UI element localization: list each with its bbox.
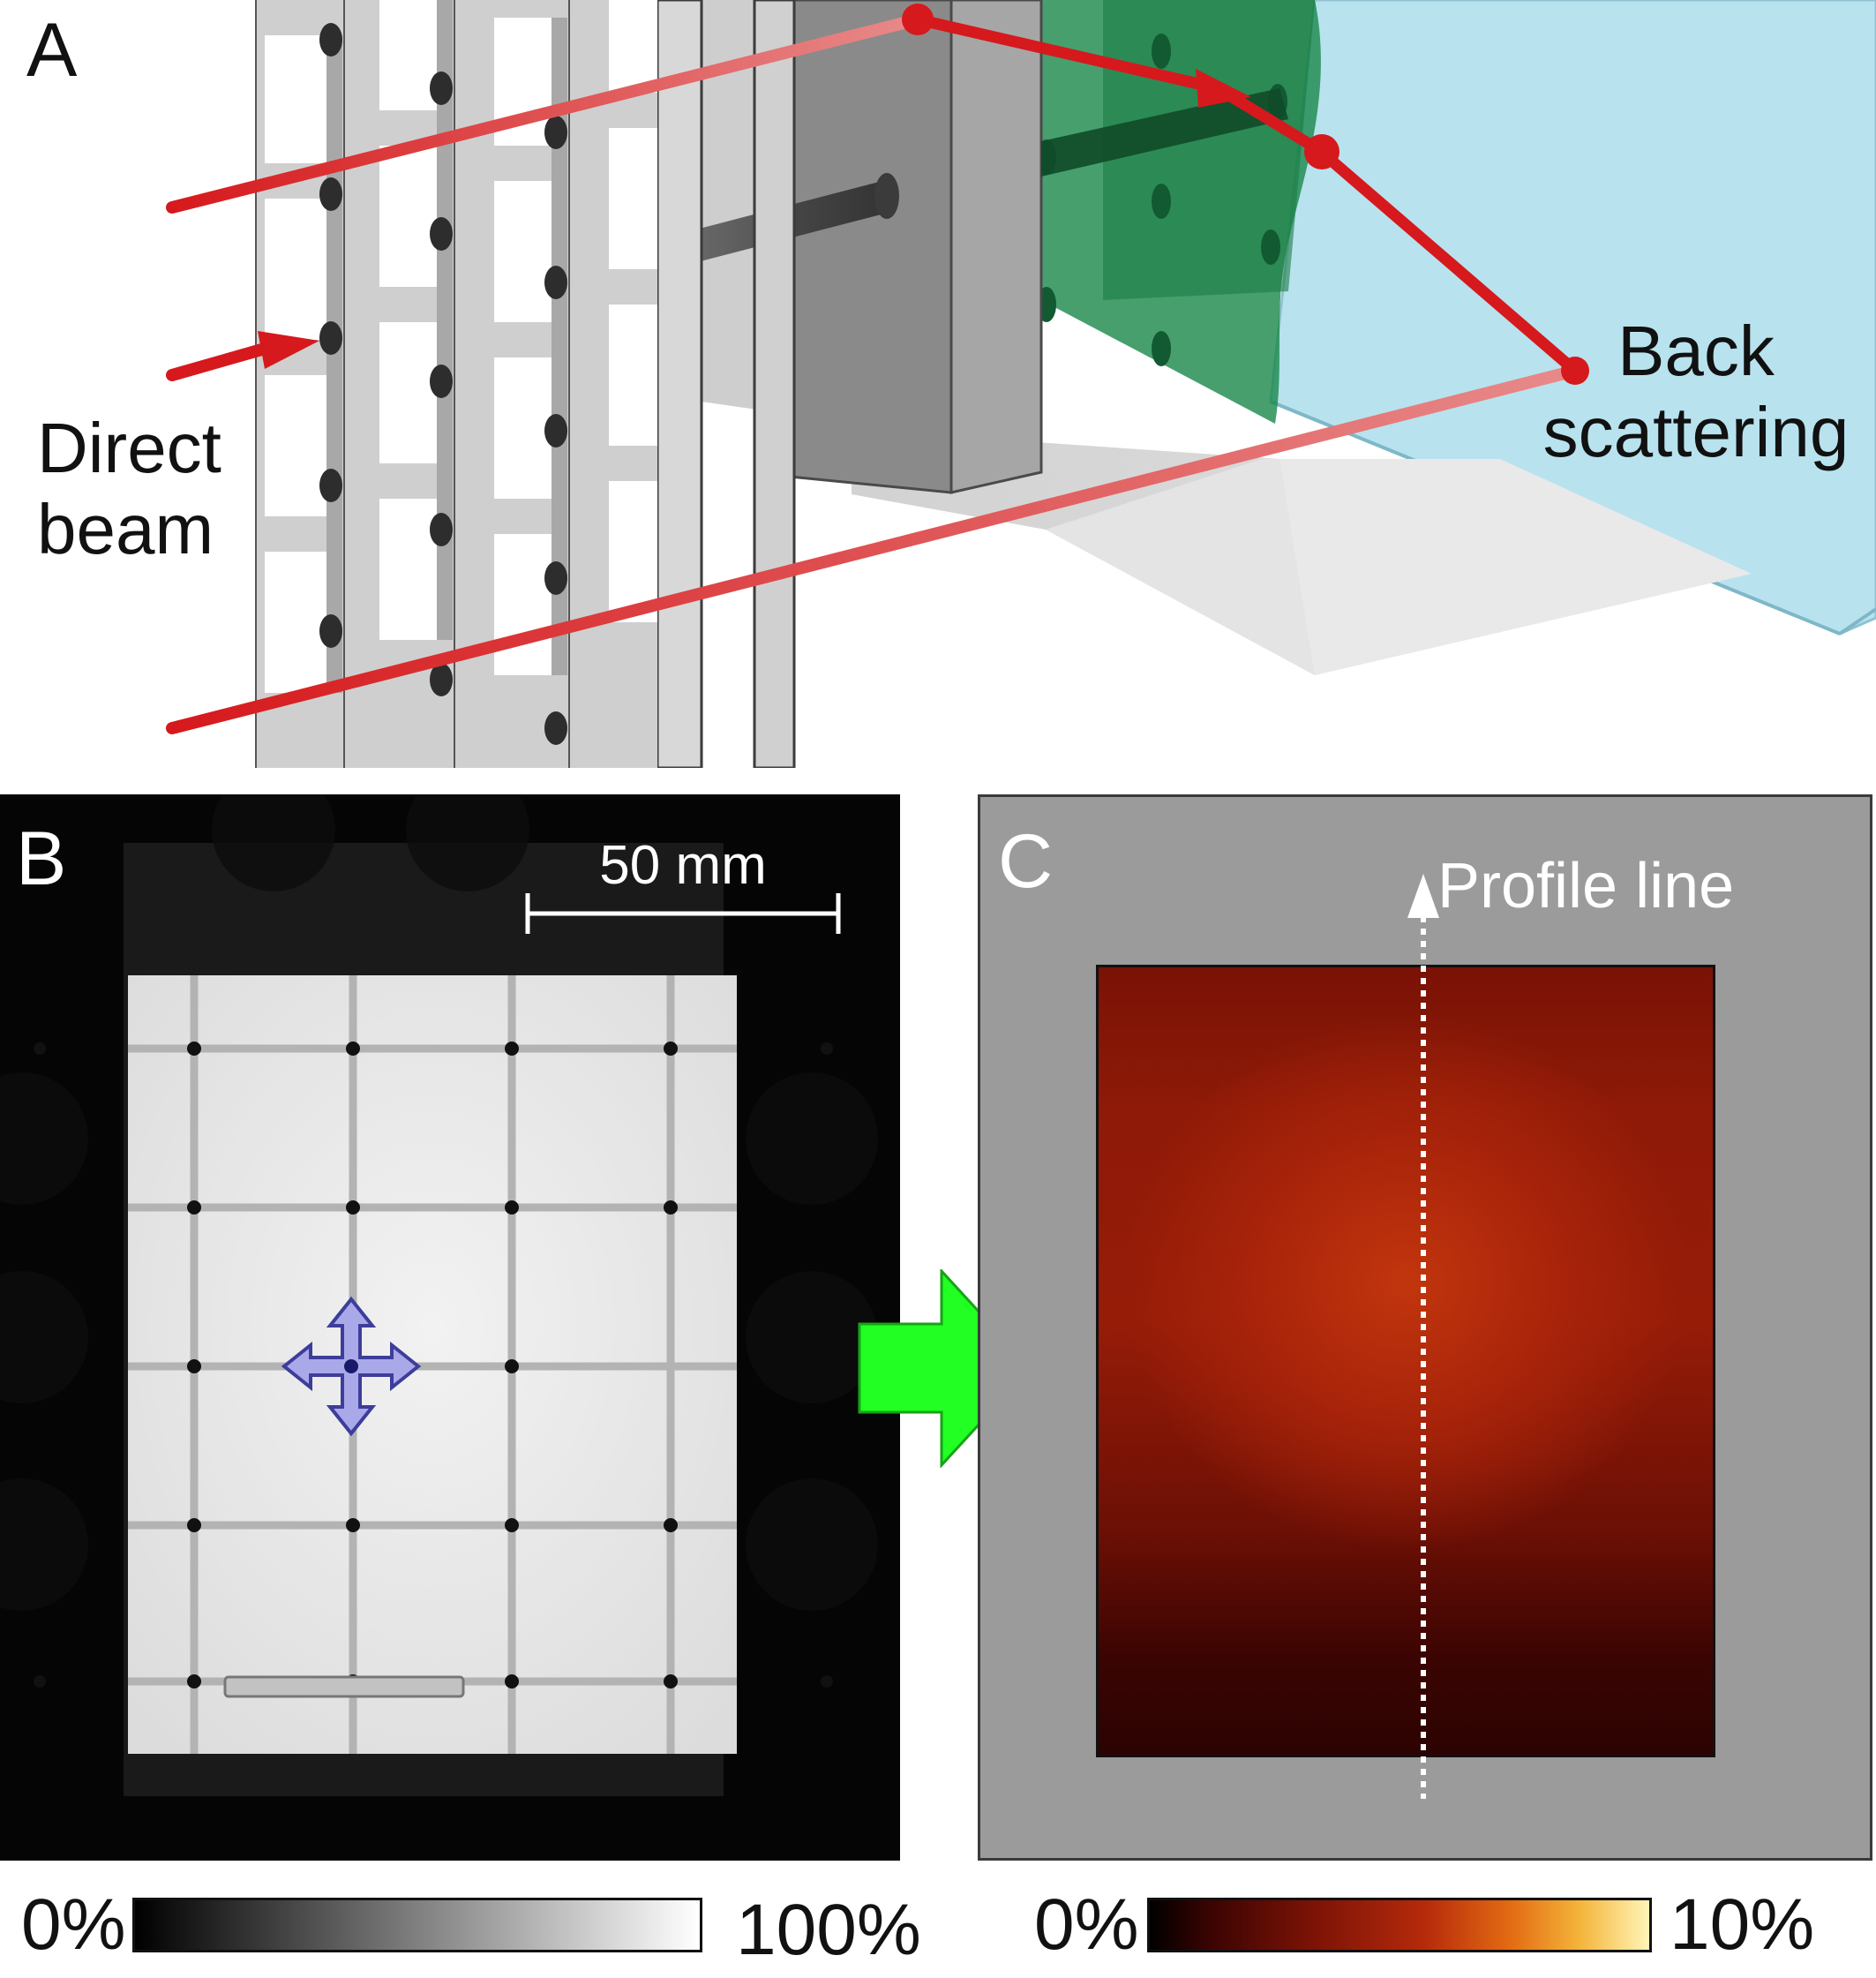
colorbar-b — [132, 1898, 702, 1952]
colorbar-b-max-label: 100% — [736, 1890, 921, 1970]
panel-a: A Direct beam Back scattering — [0, 0, 1876, 770]
panel-c: C Profile line — [978, 794, 1872, 1861]
back-scattering-line1: Back — [1617, 312, 1775, 390]
colorbar-c-max-label: 10% — [1670, 1884, 1815, 1965]
scale-bar-label: 50 mm — [599, 835, 767, 896]
panel-b-letter: B — [16, 816, 67, 901]
direct-beam-line2: beam — [37, 490, 214, 568]
central-block — [788, 0, 953, 494]
thin-plate — [656, 0, 703, 770]
profile-line — [1407, 874, 1439, 1799]
panel-b-image — [0, 768, 878, 1796]
colorbar-c — [1147, 1898, 1652, 1952]
direct-beam-label: Direct beam — [37, 408, 221, 570]
panel-c-letter: C — [998, 819, 1054, 904]
panel-a-illustration — [166, 0, 1876, 770]
move-cursor-icon — [281, 1296, 422, 1437]
colorbar-b-min-label: 0% — [21, 1884, 126, 1965]
back-scattering-line2: scattering — [1542, 393, 1850, 471]
profile-line-label: Profile line — [1437, 851, 1735, 921]
scale-bar — [525, 893, 841, 934]
back-scattering-label: Back scattering — [1528, 311, 1864, 473]
panel-b: B 50 mm — [0, 768, 900, 1861]
colorbar-c-min-label: 0% — [1034, 1884, 1139, 1965]
lattice-holes — [319, 23, 567, 745]
direct-beam-line1: Direct — [37, 409, 221, 487]
beam-paths — [166, 4, 1589, 734]
panel-a-letter: A — [26, 8, 78, 93]
dose-map — [1096, 965, 1715, 1757]
